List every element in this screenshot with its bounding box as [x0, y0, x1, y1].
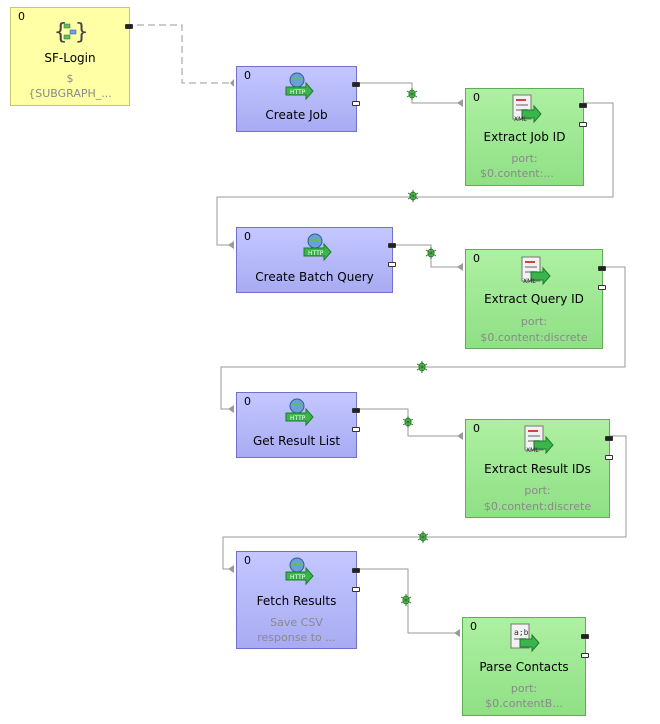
node-index: 0 — [473, 252, 480, 265]
node-title: Parse Contacts — [479, 660, 569, 674]
node-index: 0 — [470, 620, 477, 633]
node-title: Extract Job ID — [483, 130, 566, 144]
arrowhead — [228, 565, 234, 573]
output-port[interactable] — [605, 436, 613, 441]
node-subtitle: port: — [520, 315, 548, 328]
output-port[interactable] — [352, 408, 360, 413]
output-port[interactable] — [581, 634, 589, 639]
output-port[interactable] — [352, 568, 360, 573]
arrowhead — [230, 79, 234, 87]
output-port[interactable] — [125, 24, 133, 29]
node-extract-result-ids[interactable]: 0 XML Extract Result IDs port: $0.conten… — [465, 419, 613, 518]
output-port[interactable] — [581, 653, 589, 658]
node-title: Fetch Results — [256, 594, 337, 608]
node-subtitle: $0.content:discrete — [480, 331, 588, 344]
node-fetch-results[interactable]: 0 HTTP Fetch Results Save CSV response t… — [236, 551, 360, 649]
flat-file-reader-icon: a;b — [510, 623, 540, 653]
output-port[interactable] — [579, 122, 587, 127]
node-title: Get Result List — [252, 434, 341, 448]
svg-text:a;b: a;b — [514, 628, 529, 637]
http-connector-icon: HTTP — [285, 398, 314, 427]
node-subtitle: $0.content:... — [480, 167, 554, 180]
svg-text:HTTP: HTTP — [290, 415, 306, 422]
output-port[interactable] — [598, 285, 606, 290]
node-title: Create Job — [265, 108, 328, 122]
http-connector-icon: HTTP — [285, 72, 314, 101]
node-parse-contacts[interactable]: 0 a;b Parse Contacts port: $0.contentB..… — [462, 617, 589, 716]
node-subtitle: Save CSV — [270, 616, 323, 629]
svg-text:}: } — [75, 20, 87, 45]
arrowhead — [457, 99, 463, 107]
arrowhead — [228, 241, 234, 249]
output-port[interactable] — [388, 243, 396, 248]
bug-edge-debug-icon — [400, 88, 437, 606]
node-subtitle: $0.content:discrete — [483, 500, 592, 513]
arrowhead — [228, 405, 234, 413]
xml-extract-icon: XML — [521, 256, 551, 286]
output-port[interactable] — [352, 427, 360, 432]
svg-text:HTTP: HTTP — [290, 574, 306, 581]
node-title: Extract Result IDs — [484, 462, 591, 476]
node-index: 0 — [244, 395, 251, 408]
output-port[interactable] — [579, 103, 587, 108]
output-port[interactable] — [598, 266, 606, 271]
output-port[interactable] — [388, 262, 396, 267]
node-create-job[interactable]: 0 HTTP Create Job — [236, 66, 360, 132]
node-index: 0 — [244, 69, 251, 82]
node-subtitle: port: — [510, 682, 538, 695]
node-subtitle: {SUBGRAPH_... — [28, 87, 112, 100]
svg-text:XML: XML — [523, 278, 536, 285]
svg-text:HTTP: HTTP — [290, 89, 306, 96]
node-title: SF-Login — [44, 51, 96, 65]
edge-createbatch-extractquery — [392, 244, 463, 268]
node-extract-query-id[interactable]: 0 XML Extract Query ID port: $0.content:… — [465, 249, 606, 349]
output-port[interactable] — [352, 587, 360, 592]
node-index: 0 — [244, 230, 251, 243]
svg-text:HTTP: HTTP — [308, 250, 324, 257]
node-subtitle: port: — [524, 484, 551, 497]
node-subtitle: $0.contentB... — [485, 697, 563, 710]
edge-login-createjob — [126, 24, 234, 84]
node-index: 0 — [18, 10, 25, 23]
xml-extract-icon: XML — [512, 94, 542, 124]
output-port[interactable] — [352, 82, 360, 87]
node-subtitle: response to ... — [257, 631, 336, 644]
node-sf-login[interactable]: 0 { } SF-Login $ {SUBGRAPH_... — [10, 7, 133, 106]
arrowhead — [454, 629, 460, 637]
node-index: 0 — [473, 422, 480, 435]
node-index: 0 — [473, 91, 480, 104]
svg-text:XML: XML — [514, 116, 527, 123]
svg-text:XML: XML — [526, 447, 539, 454]
output-port[interactable] — [352, 101, 360, 106]
http-connector-icon: HTTP — [285, 557, 314, 586]
node-extract-job-id[interactable]: 0 XML Extract Job ID port: $0.content:..… — [465, 88, 587, 186]
node-create-batch-query[interactable]: 0 HTTP Create Batch Query — [236, 227, 396, 293]
subgraph-icon: { } — [54, 20, 87, 45]
http-connector-icon: HTTP — [303, 233, 332, 262]
node-subtitle: $ — [66, 72, 74, 85]
arrowhead — [457, 432, 463, 440]
node-get-result-list[interactable]: 0 HTTP Get Result List — [236, 392, 360, 458]
node-subtitle: port: — [511, 152, 538, 165]
xml-extract-icon: XML — [524, 425, 554, 455]
node-index: 0 — [244, 554, 251, 567]
output-port[interactable] — [605, 455, 613, 460]
arrowhead — [457, 263, 463, 271]
node-title: Create Batch Query — [255, 270, 374, 284]
node-title: Extract Query ID — [484, 292, 584, 306]
